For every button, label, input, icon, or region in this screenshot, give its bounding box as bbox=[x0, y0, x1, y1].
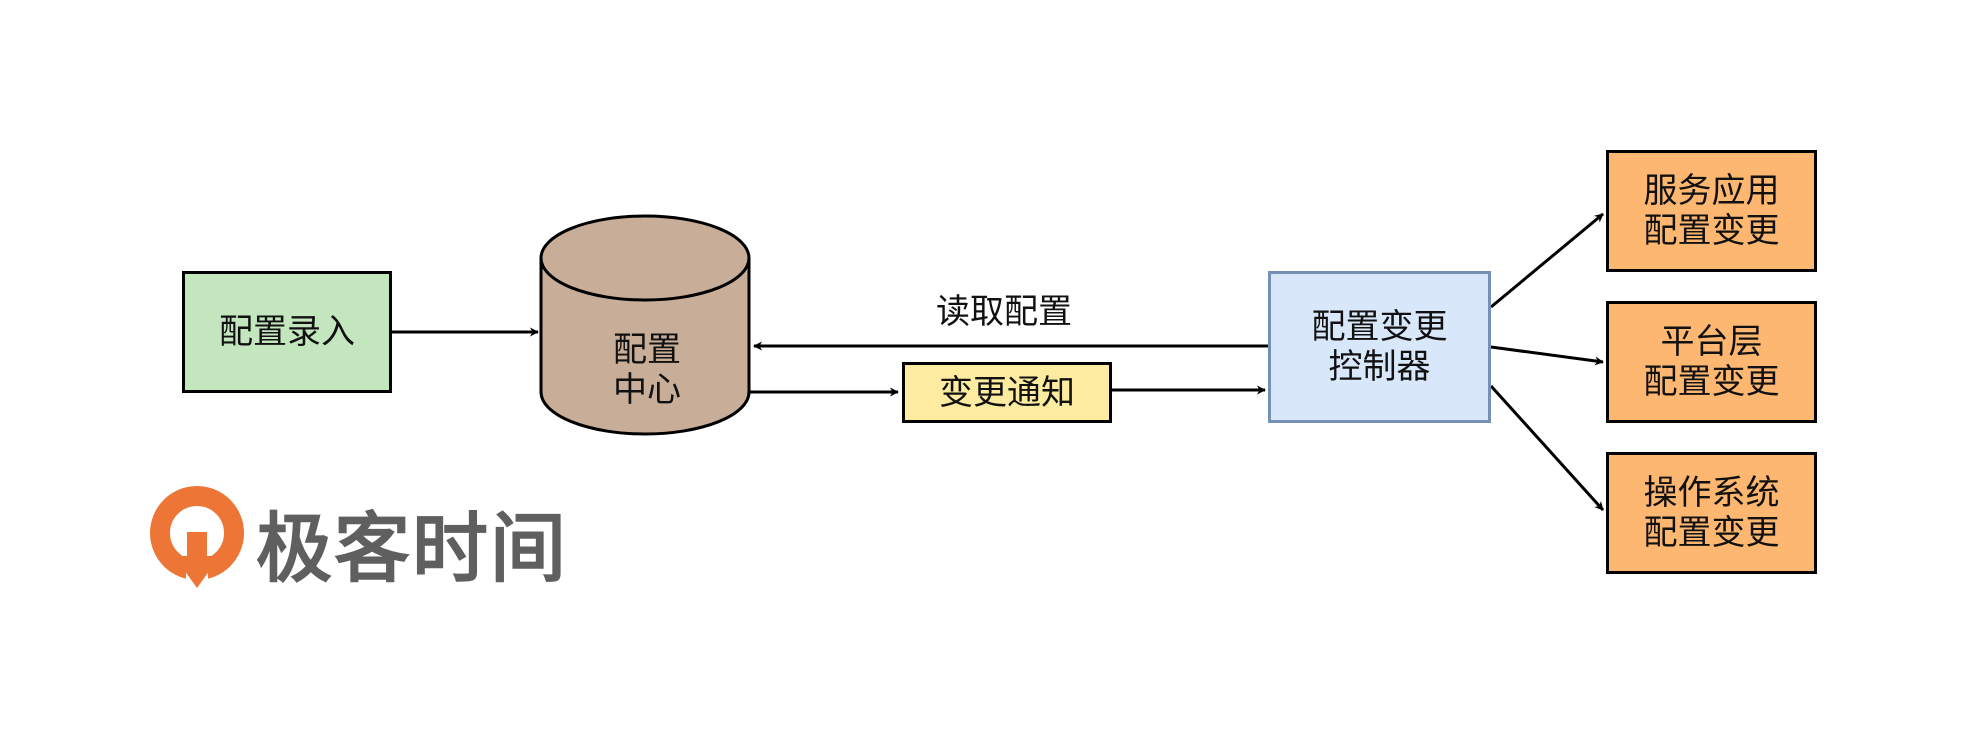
config-center-cylinder bbox=[539, 214, 751, 436]
platform-layer-config-box: 平台层 配置变更 bbox=[1606, 301, 1817, 423]
service-app-config-box: 服务应用 配置变更 bbox=[1606, 150, 1817, 272]
geektime-logo-text: 极客时间 bbox=[256, 504, 568, 593]
arrow-controller-to-platform bbox=[1490, 345, 1604, 366]
change-controller-box: 配置变更 控制器 bbox=[1268, 271, 1491, 423]
platform-line-2: 配置变更 bbox=[1643, 362, 1780, 402]
platform-line-1: 平台层 bbox=[1660, 322, 1763, 362]
change-notice-box: 变更通知 bbox=[902, 362, 1112, 423]
os-line-1: 操作系统 bbox=[1643, 473, 1780, 513]
os-config-box: 操作系统 配置变更 bbox=[1606, 452, 1817, 574]
config-center-line-2: 中心 bbox=[613, 370, 681, 410]
change-notice-label: 变更通知 bbox=[939, 372, 1075, 413]
read-config-label: 读取配置 bbox=[936, 292, 1072, 332]
os-line-2: 配置变更 bbox=[1643, 513, 1780, 553]
controller-line-1: 配置变更 bbox=[1311, 307, 1448, 347]
config-input-label: 配置录入 bbox=[219, 312, 355, 352]
controller-line-2: 控制器 bbox=[1328, 347, 1431, 387]
config-input-box: 配置录入 bbox=[182, 271, 392, 393]
config-center-label: 配置 中心 bbox=[557, 330, 737, 410]
geektime-logo-icon bbox=[150, 486, 244, 588]
arrow-controller-to-service bbox=[1490, 212, 1604, 309]
config-center-line-1: 配置 bbox=[613, 330, 681, 370]
service-app-line-1: 服务应用 bbox=[1643, 171, 1780, 211]
arrow-controller-to-os bbox=[1489, 384, 1605, 512]
service-app-line-2: 配置变更 bbox=[1643, 211, 1780, 251]
